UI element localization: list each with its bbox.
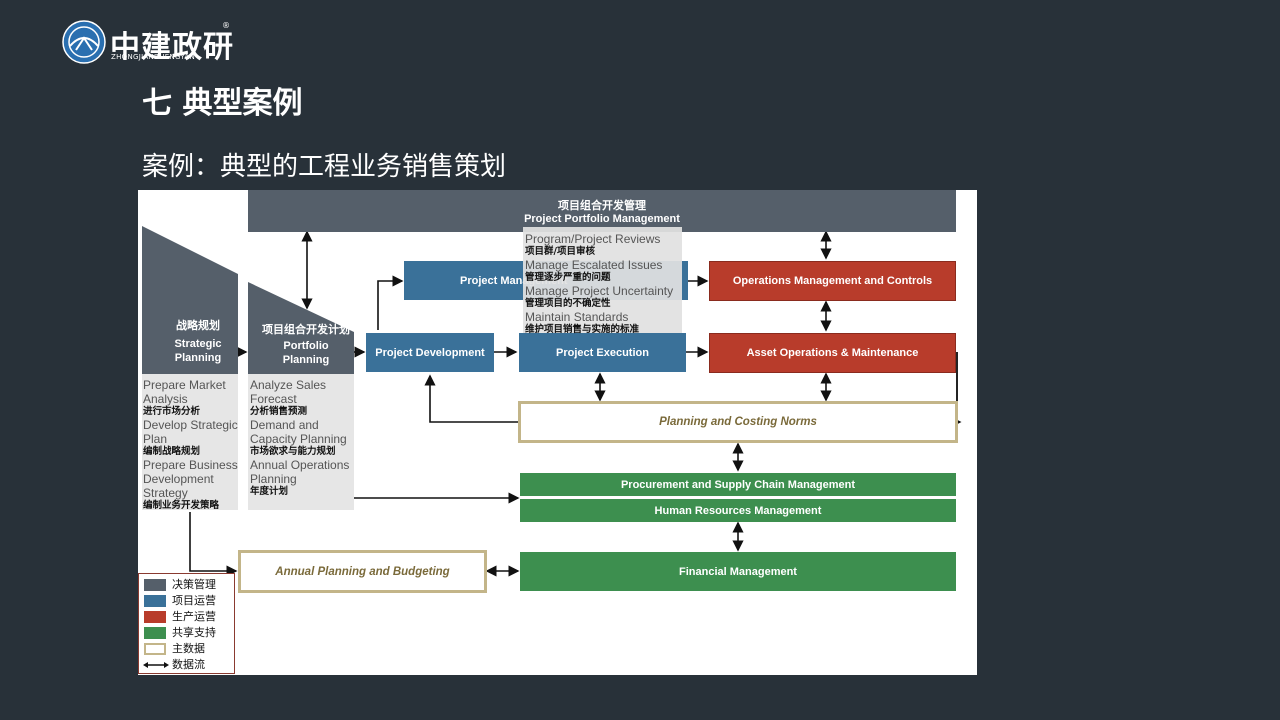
popup-item-4-cn: 维护项目销售与实施的标准 — [525, 324, 640, 335]
legend-label-master-data: 主数据 — [172, 642, 205, 655]
registered-icon: ® — [222, 21, 230, 30]
strategic-item-1-cn: 进行市场分析 — [143, 406, 201, 417]
procurement-box: Procurement and Supply Chain Management — [520, 473, 956, 496]
portfolio-item-1-cn: 分析销售预测 — [250, 406, 308, 417]
operations-management-box: Operations Management and Controls — [709, 261, 956, 301]
popup-items: Program/Project Reviews 项目群/项目审核 Manage … — [525, 232, 685, 336]
annual-planning-box: Annual Planning and Budgeting — [238, 550, 487, 593]
ppm-cn-label: 项目组合开发管理 — [558, 200, 646, 212]
portfolio-item-3-cn: 年度计划 — [250, 486, 289, 497]
strategic-en-1: Strategic — [174, 338, 222, 350]
portfolio-planning-shape — [248, 282, 354, 374]
legend-swatch-master-data — [144, 643, 166, 655]
portfolio-items: Analyze Sales Forecast 分析销售预测 Demand and… — [250, 378, 354, 498]
human-resources-box: Human Resources Management — [520, 499, 956, 522]
legend-label-data-flow: 数据流 — [172, 658, 205, 671]
strategic-item-3-cn: 编制业务开发策略 — [143, 500, 220, 511]
strategic-item-3: Prepare Business Development Strategy — [143, 458, 238, 500]
strategic-item-1: Prepare Market Analysis — [143, 378, 226, 406]
strategic-en-2: Planning — [174, 352, 222, 364]
project-management-popup — [523, 227, 682, 333]
strategic-items-panel — [142, 374, 238, 510]
portfolio-item-3: Annual Operations Planning — [250, 458, 350, 486]
portfolio-item-1: Analyze Sales Forecast — [250, 378, 327, 406]
strategic-planning-label: 战略规划 Strategic Planning — [142, 316, 254, 368]
strategic-item-2-cn: 编制战略规划 — [143, 446, 201, 457]
popup-item-2: Manage Escalated Issues — [525, 258, 663, 272]
portfolio-en-2: Planning — [282, 354, 330, 366]
popup-item-1: Program/Project Reviews — [525, 232, 661, 246]
legend-label-shared: 共享支持 — [172, 626, 216, 639]
planning-costing-norms-box: Planning and Costing Norms — [518, 401, 958, 443]
portfolio-items-panel — [248, 374, 354, 510]
legend-swatch-decision — [144, 579, 166, 591]
process-diagram: 项目组合开发管理 Project Portfolio Management 战略… — [138, 190, 977, 675]
legend-label-production: 生产运营 — [172, 610, 216, 623]
popup-item-4: Maintain Standards — [525, 310, 629, 324]
strategic-cn: 战略规划 — [176, 320, 220, 332]
logo-text: 中建政研 — [110, 30, 234, 65]
popup-item-3: Manage Project Uncertainty — [525, 284, 674, 298]
portfolio-item-2-cn: 市场欲求与能力规划 — [250, 446, 336, 457]
logo-subtitle: ZHONGJIANZHENGYAN — [111, 53, 196, 61]
legend-swatch-production — [144, 611, 166, 623]
slide-heading: 七 典型案例 — [142, 86, 303, 121]
popup-item-1-cn: 项目群/项目审核 — [525, 246, 595, 257]
popup-item-2-cn: 管理逐步严重的问题 — [525, 272, 611, 283]
strategic-items: Prepare Market Analysis 进行市场分析 Develop S… — [143, 378, 238, 512]
legend-swatch-shared — [144, 627, 166, 639]
popup-item-3-cn: 管理项目的不确定性 — [525, 298, 611, 309]
legend-label-decision: 决策管理 — [172, 578, 216, 591]
project-execution-box: Project Execution — [519, 333, 686, 372]
project-portfolio-management-bar: 项目组合开发管理 Project Portfolio Management — [248, 190, 956, 232]
portfolio-planning-label: 项目组合开发计划 Portfolio Planning — [244, 320, 368, 370]
strategic-item-2: Develop Strategic Plan — [143, 418, 238, 446]
financial-management-box: Financial Management — [520, 552, 956, 591]
asset-operations-box: Asset Operations & Maintenance — [709, 333, 956, 373]
legend-swatch-project — [144, 595, 166, 607]
legend-arrow-icon — [143, 662, 169, 668]
logo-emblem — [62, 20, 106, 64]
portfolio-cn: 项目组合开发计划 — [262, 324, 350, 336]
slide-subheading: 案例：典型的工程业务销售策划 — [142, 152, 507, 182]
portfolio-en-1: Portfolio — [283, 340, 329, 352]
portfolio-item-2: Demand and Capacity Planning — [250, 418, 347, 446]
legend-label-project: 项目运营 — [172, 594, 216, 607]
strategic-planning-shape — [142, 226, 238, 374]
ppm-en-label: Project Portfolio Management — [524, 213, 680, 225]
project-development-box: Project Development — [366, 333, 494, 372]
